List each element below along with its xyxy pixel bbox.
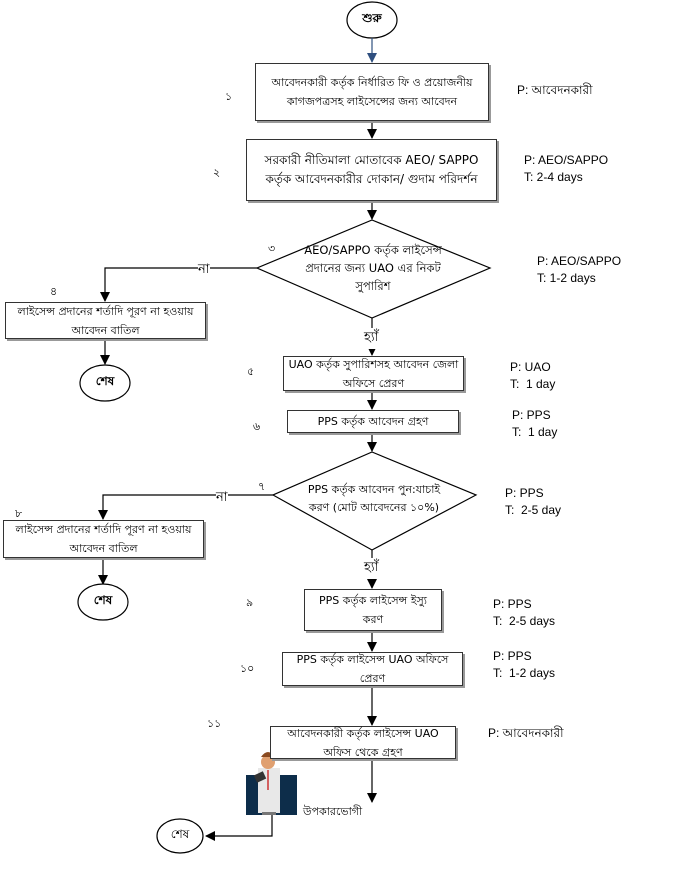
step-6-box: PPS কর্তৃক আবেদন গ্রহণ [287, 410, 459, 433]
step-5-info: P: UAO T: 1 day [510, 360, 556, 391]
step-number: ৫ [247, 365, 255, 378]
step-7-info: P: PPS T: 2-5 day [505, 486, 562, 517]
step-7-decision-text: PPS কর্তৃক আবেদন পুন:যাচাই করণ (মোট আবেদ… [307, 483, 441, 514]
step-3-info: P: AEO/SAPPO T: 1-2 days [537, 254, 622, 285]
step-3-decision-text: AEO/SAPPO কর্তৃক লাইসেন্স প্রদানের জন্য … [304, 243, 442, 293]
step-number: ৭ [258, 480, 266, 493]
step-number: ৮ [15, 507, 23, 520]
arrow-beneficiary-end [205, 815, 273, 841]
end-label: শেষ [93, 593, 113, 607]
step-10-info: P: PPS T: 1-2 days [493, 649, 556, 680]
end-oval-8 [77, 583, 129, 621]
step-1-info: P: আবেদনকারী [517, 83, 593, 97]
step-number: ৩ [268, 242, 276, 255]
no-label: না [216, 488, 228, 509]
step-number: ১১ [207, 717, 222, 730]
step-10-box: PPS কর্তৃক লাইসেন্স UAO অফিসে প্রেরণ [282, 652, 463, 686]
step-number: ৯ [246, 596, 254, 609]
arrow-3-no [100, 267, 257, 302]
end-label: শেষ [170, 827, 190, 841]
step-2-box: সরকারী নীতিমালা মোতাবেক AEO/ SAPPO কর্তৃ… [246, 139, 497, 201]
step-2-info: P: AEO/SAPPO T: 2-4 days [524, 153, 609, 184]
step-8-box: লাইসেন্স প্রদানের শর্তাদি পূরণ না হওয়ায… [3, 520, 204, 558]
step-number: ২ [213, 166, 221, 179]
end-oval-4 [79, 364, 131, 402]
step-number: ১০ [240, 662, 255, 675]
end-label: শেষ [95, 374, 115, 388]
step-number: ৬ [253, 420, 261, 433]
yes-label: হ্যাঁ [364, 558, 379, 579]
step-6-info: P: PPS T: 1 day [512, 408, 558, 439]
beneficiary-label: উপকারভোগী [303, 805, 363, 818]
step-9-info: P: PPS T: 2-5 days [493, 597, 556, 628]
arrow-7-no [98, 494, 273, 520]
end-oval-final [156, 818, 204, 854]
step-9-box: PPS কর্তৃক লাইসেন্স ইস্যু করণ [304, 589, 442, 631]
step-4-box: লাইসেন্স প্রদানের শর্তাদি পূরণ না হওয়ায… [5, 302, 206, 339]
step-11-info: P: আবেদনকারী [488, 726, 564, 740]
step-number: ৪ [50, 285, 58, 298]
step-number: ১ [225, 90, 233, 103]
yes-label: হ্যাঁ [364, 328, 379, 349]
step-5-box: UAO কর্তৃক সুপারিশসহ আবেদন জেলা অফিসে প্… [283, 356, 464, 391]
step-11-box: আবেদনকারী কর্তৃক লাইসেন্স UAO অফিস থেকে … [270, 726, 456, 759]
step-1-box: আবেদনকারী কর্তৃক নির্ধারিত ফি ও প্রয়োজন… [255, 63, 489, 121]
no-label: না [198, 260, 210, 281]
start-label: শুরু [362, 11, 382, 25]
